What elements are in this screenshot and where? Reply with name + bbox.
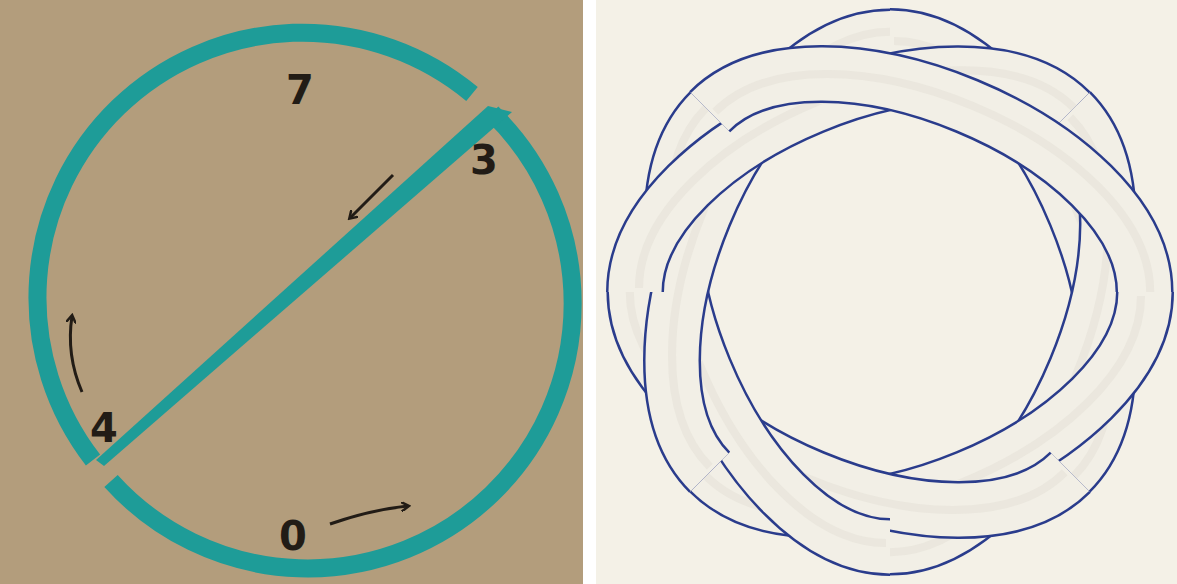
direction-arrow	[350, 175, 393, 218]
callout-number: 3	[470, 140, 498, 180]
teal-diagonal	[96, 106, 512, 466]
direction-arrow	[330, 506, 408, 524]
callout-number: 4	[90, 408, 118, 448]
direction-arrow	[70, 316, 82, 392]
callout-number: 0	[279, 516, 307, 556]
knot-drawing	[553, 0, 1177, 584]
teal-arc	[37, 33, 472, 460]
paper-ground	[0, 0, 583, 584]
teal-arc	[111, 113, 573, 568]
callout-number: 7	[286, 70, 314, 110]
